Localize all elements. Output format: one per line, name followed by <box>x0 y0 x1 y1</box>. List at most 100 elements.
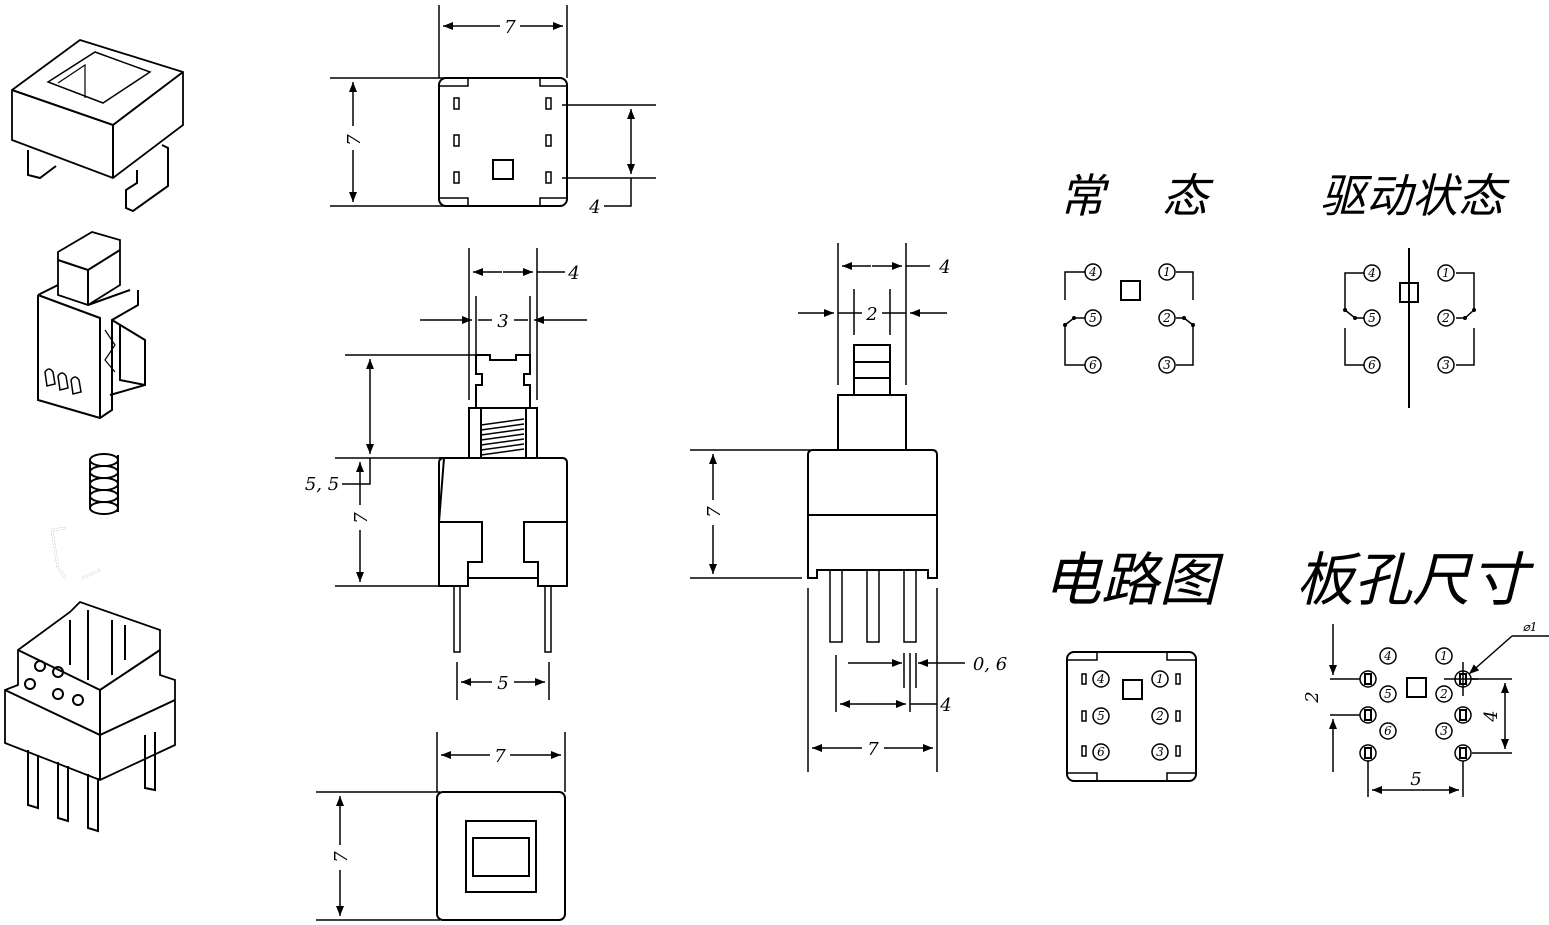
front-pin-spacing-label: 5 <box>497 673 508 694</box>
front-stem-width-label: 4 <box>567 263 579 284</box>
exploded-cap-part <box>27 150 57 180</box>
normal-state-schematic-part <box>1191 323 1195 327</box>
pin-6-marker: 6 <box>1363 356 1381 374</box>
exploded-cap-part <box>11 71 184 127</box>
exploded-base-part <box>24 678 36 690</box>
hole-pin-pitch-label: 4 <box>1481 710 1502 722</box>
pin-2-marker-part: 2 <box>1155 709 1164 723</box>
side-view-part <box>690 449 810 579</box>
exploded-slider-part <box>37 294 101 418</box>
exploded-slider-part <box>104 329 116 373</box>
top-view: 7 7 4 <box>330 5 656 218</box>
pin-2-marker-part: 2 <box>1439 687 1448 701</box>
actuated-state-schematic-part <box>1353 316 1357 320</box>
circuit-diagram-part <box>1081 710 1087 722</box>
pin-4-marker-part <box>1379 647 1397 665</box>
pin-6-marker: 6 <box>1379 722 1397 740</box>
exploded-wire-clip-part <box>50 527 101 579</box>
exploded-base-part <box>34 660 46 672</box>
pin-5-marker: 5 <box>1379 685 1397 703</box>
actuated-state-schematic-part <box>1463 316 1467 320</box>
side-view-part <box>853 344 891 396</box>
exploded-slider-part <box>37 290 139 420</box>
front-view-part <box>453 585 461 653</box>
pin-5-marker-part: 5 <box>1089 311 1097 325</box>
pin-5-marker-part <box>1363 309 1381 327</box>
side-view-part <box>854 361 890 379</box>
pin-1-marker-part <box>1435 647 1453 665</box>
title-board-hole-size: 板孔尺寸 <box>1296 546 1535 614</box>
side-stem-inner-label: 2 <box>865 304 877 325</box>
exploded-slider <box>37 231 146 420</box>
pin-2-marker-part: 2 <box>1441 311 1450 325</box>
circuit-diagram-part <box>1175 673 1181 685</box>
pin-1-marker: 1 <box>1435 647 1453 665</box>
board-hole-layout-part <box>1364 747 1372 759</box>
top-view-pitch-label: 4 <box>588 197 600 218</box>
exploded-base-part <box>69 610 126 680</box>
circuit-diagram-part <box>1066 651 1197 782</box>
side-body-height-label: 7 <box>704 506 725 518</box>
circuit-diagram: 4 5 6 1 2 3 <box>1066 651 1197 782</box>
board-hole-layout-part <box>1459 709 1467 721</box>
circuit-diagram-part <box>1067 652 1196 781</box>
side-view-part <box>807 588 938 772</box>
hole-diameter-label: ⌀1 <box>1523 620 1538 634</box>
pin-4-marker: 4 <box>1379 647 1397 665</box>
pin-1-marker: 1 <box>1437 264 1455 282</box>
pin-2-marker-part <box>1437 309 1455 327</box>
top-view-width-label: 7 <box>504 17 516 38</box>
exploded-base-part <box>57 762 69 823</box>
bottom-view: 7 7 <box>316 732 566 921</box>
side-view-part <box>866 569 880 643</box>
top-view-height-label: 7 <box>344 134 365 146</box>
pin-4-marker: 4 <box>1363 264 1381 282</box>
top-view-part <box>453 134 460 147</box>
side-view-part <box>807 449 938 579</box>
exploded-slider-part <box>37 284 131 306</box>
pin-1-marker-part <box>1151 670 1169 688</box>
top-view-part <box>545 97 552 110</box>
top-view-part <box>545 171 552 184</box>
pin-4-marker: 4 <box>1092 670 1110 688</box>
bottom-view-part <box>436 791 566 921</box>
pin-1-marker-part: 1 <box>1442 266 1450 280</box>
pin-4-marker-part: 4 <box>1096 672 1105 686</box>
pin-1-marker-part <box>1437 264 1455 282</box>
front-view-part <box>475 354 531 408</box>
pin-3-marker-part <box>1437 356 1455 374</box>
exploded-spring-part <box>89 453 119 467</box>
pin-6-marker-part <box>1092 743 1110 761</box>
pin-5-marker-part: 5 <box>1384 687 1392 701</box>
top-view-part <box>562 104 656 179</box>
pin-1-marker-part: 1 <box>1163 265 1171 279</box>
exploded-base-part <box>52 666 64 678</box>
exploded-slider-part <box>44 368 82 395</box>
pin-6-marker-part <box>1363 356 1381 374</box>
title-normal-2: 态 <box>1162 169 1214 223</box>
exploded-cap-part <box>57 63 86 98</box>
exploded-base-part <box>4 689 176 737</box>
board-hole-layout: 4 5 6 1 2 3 ⌀1 2 4 5 <box>1302 620 1549 797</box>
pin-1-marker: 1 <box>1158 263 1176 281</box>
exploded-spring-part <box>89 489 119 503</box>
top-view-part <box>330 77 480 207</box>
actuated-state-schematic-part <box>1472 308 1476 312</box>
pin-6-marker: 6 <box>1084 356 1102 374</box>
exploded-spring-part <box>89 501 119 515</box>
pin-1-marker-part: 1 <box>1440 649 1448 663</box>
pin-1-marker-part: 1 <box>1156 672 1164 686</box>
title-normal-1: 常 <box>1059 169 1110 223</box>
front-view-part <box>437 456 568 587</box>
pin-5-marker-part <box>1084 309 1102 327</box>
pin-3-marker-part: 3 <box>1442 358 1450 372</box>
exploded-base <box>4 600 176 833</box>
side-view: 4 2 7 0, 6 4 7 <box>690 243 1007 772</box>
pin-6-marker-part <box>1084 356 1102 374</box>
pin-3-marker-part <box>1158 356 1176 374</box>
side-view-part <box>853 289 891 335</box>
pin-5-marker-part: 5 <box>1097 709 1105 723</box>
exploded-cap-part <box>125 144 169 213</box>
normal-state-schematic-part <box>1120 280 1141 301</box>
